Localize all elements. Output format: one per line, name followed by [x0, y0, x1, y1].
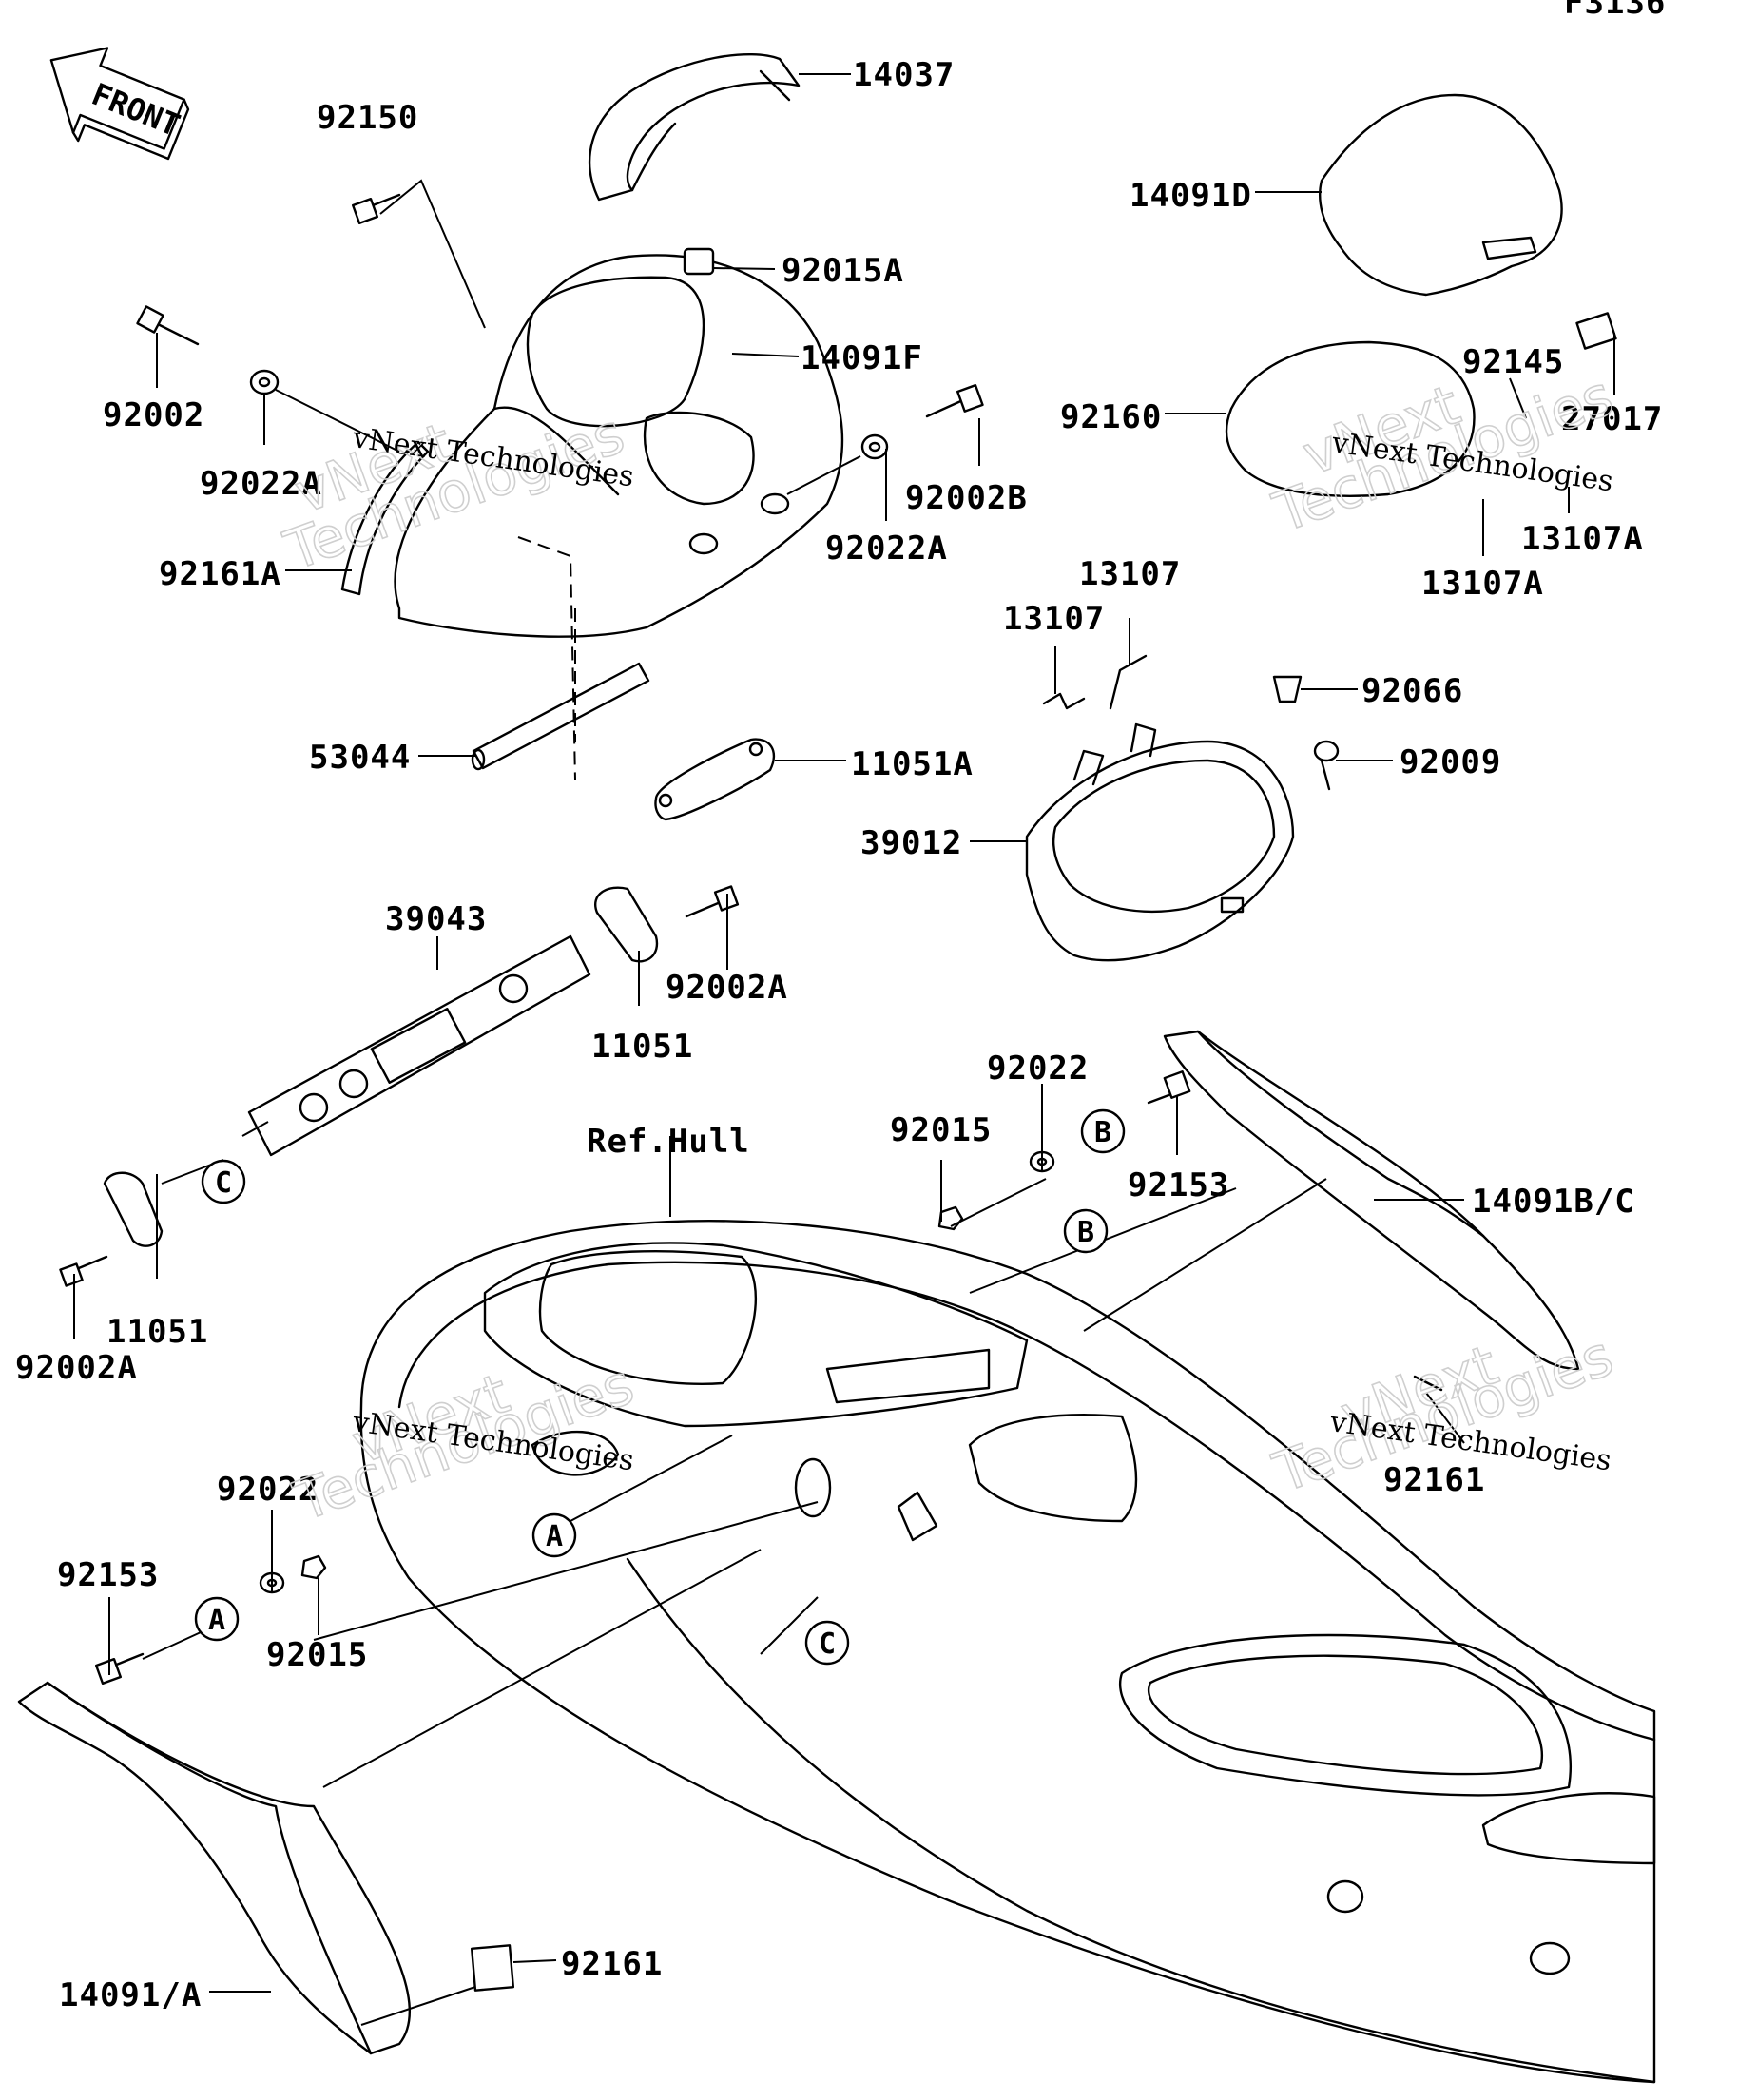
part-bracket-11051A	[654, 738, 776, 821]
part-strip-92161-lower	[470, 1944, 515, 1992]
svg-text:B: B	[1077, 1216, 1094, 1249]
label-14037: 14037	[853, 56, 955, 94]
label-14091A: 14091/A	[59, 1976, 202, 2014]
part-labels: 14037 92150 92015A 14091F 92002 92022A 9…	[15, 56, 1663, 2014]
label-92015-lower: 92015	[266, 1636, 368, 1674]
svg-text:A: A	[546, 1520, 563, 1553]
clip-92015A-icon	[683, 247, 715, 276]
label-11051-upper: 11051	[591, 1028, 693, 1066]
svg-text:A: A	[208, 1604, 225, 1637]
clip-13107-left-icon	[1042, 692, 1086, 710]
part-front-cover-14091F	[394, 254, 844, 638]
label-13107A-right: 13107A	[1521, 520, 1644, 558]
label-92145: 92145	[1462, 343, 1564, 381]
callout-a-hull: A	[531, 1512, 577, 1558]
label-92002B: 92002B	[905, 479, 1028, 517]
bolt-92002-icon	[136, 305, 200, 346]
callout-b-hull: B	[1063, 1208, 1109, 1254]
part-cushion-92160	[1225, 340, 1476, 497]
part-plate-11051-upper	[594, 886, 659, 963]
part-side-cover-14091BC	[1163, 1030, 1580, 1371]
label-53044: 53044	[309, 739, 411, 777]
bolt-92153-upper-icon	[1147, 1070, 1191, 1105]
clip-13107-right-icon	[1109, 654, 1148, 710]
screw-92009-icon	[1313, 740, 1340, 791]
part-27017	[1575, 312, 1617, 350]
plug-92066-icon	[1272, 675, 1303, 703]
label-92009: 92009	[1400, 743, 1501, 781]
label-92150: 92150	[317, 99, 418, 137]
bolt-92002B-icon	[925, 383, 984, 418]
part-seat-pad-14091D	[1319, 93, 1563, 297]
label-39012: 39012	[860, 824, 962, 862]
label-92022-upper: 92022	[987, 1050, 1089, 1088]
callout-a-lower: A	[194, 1596, 240, 1642]
washer-92022A-left-icon	[249, 369, 280, 395]
part-hull	[359, 1220, 1656, 2084]
label-11051A: 11051A	[851, 745, 974, 783]
part-side-cover-14091A	[17, 1681, 411, 2055]
label-92002A-upper: 92002A	[666, 969, 788, 1007]
label-27017: 27017	[1561, 400, 1663, 438]
bolt-92153-lower-icon	[94, 1652, 145, 1686]
label-92160: 92160	[1060, 398, 1162, 436]
part-handle-14037	[589, 53, 801, 202]
label-92153-lower: 92153	[57, 1556, 159, 1594]
figure-code: F3136	[1564, 0, 1666, 22]
nut-92015-lower-icon	[300, 1554, 327, 1580]
label-92022A-right: 92022A	[825, 530, 948, 568]
label-14091BC: 14091B/C	[1472, 1183, 1635, 1221]
label-92161A: 92161A	[159, 555, 281, 593]
part-rod-53044	[471, 662, 650, 771]
label-14091D: 14091D	[1130, 177, 1252, 215]
label-13107-lower: 13107	[1003, 600, 1105, 638]
bolt-92002A-lower-icon	[59, 1255, 108, 1287]
label-13107-upper: 13107	[1079, 555, 1181, 593]
label-92015-upper: 92015	[890, 1111, 992, 1149]
svg-text:C: C	[215, 1166, 232, 1200]
part-plate-11051-lower	[103, 1171, 164, 1247]
label-14091F: 14091F	[801, 339, 923, 377]
part-panel-39043	[247, 934, 591, 1157]
label-92015A: 92015A	[782, 252, 904, 290]
label-92022A-left: 92022A	[200, 465, 322, 503]
label-11051-lower: 11051	[106, 1313, 208, 1351]
bolt-92002A-upper-icon	[685, 885, 740, 918]
front-arrow-icon: FRONT	[49, 47, 190, 161]
label-92161-right: 92161	[1383, 1461, 1485, 1499]
svg-text:B: B	[1094, 1116, 1111, 1149]
label-92153-upper: 92153	[1128, 1166, 1229, 1204]
label-13107A-left: 13107A	[1421, 565, 1544, 603]
leader-lines	[73, 73, 1615, 2026]
label-92022-lower: 92022	[217, 1471, 319, 1509]
label-ref-hull: Ref.Hull	[587, 1123, 750, 1161]
callout-c-hull: C	[804, 1620, 850, 1666]
label-39043: 39043	[385, 900, 487, 938]
label-92161-lower: 92161	[561, 1945, 663, 1983]
callout-c-left: C	[201, 1159, 246, 1204]
label-92002A-lower: 92002A	[15, 1349, 138, 1387]
washer-92022A-right-icon	[860, 433, 889, 460]
bolt-92150-icon	[351, 193, 401, 225]
callout-b-upper: B	[1080, 1108, 1126, 1154]
part-storage-box-39012	[1025, 722, 1295, 962]
part-strip-92161-right	[1413, 1375, 1443, 1392]
label-92002: 92002	[103, 396, 204, 434]
part-strip-92161A	[340, 440, 430, 596]
svg-text:C: C	[819, 1628, 836, 1661]
label-92066: 92066	[1361, 672, 1463, 710]
